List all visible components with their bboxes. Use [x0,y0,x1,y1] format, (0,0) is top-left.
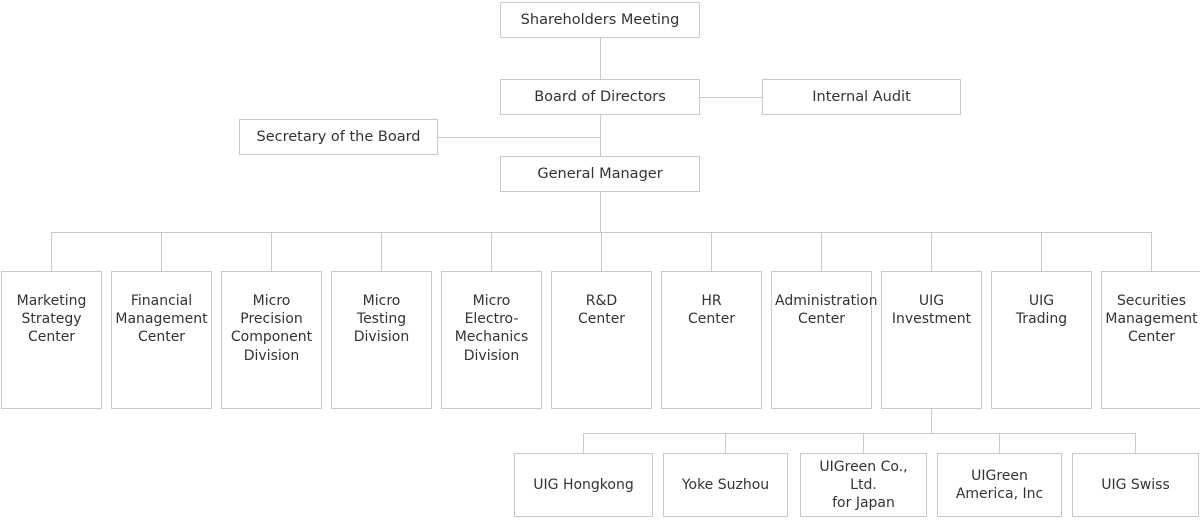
connector-drop-department-2 [161,232,162,271]
node-subsidiary-yoke-suzhou[interactable]: Yoke Suzhou [663,453,788,517]
node-internal-audit[interactable]: Internal Audit [762,79,961,115]
node-department-hr-center[interactable]: HR Center [661,271,762,409]
node-department-uig-trading[interactable]: UIG Trading [991,271,1092,409]
connector-drop-department-5 [491,232,492,271]
node-department-micro-testing-division[interactable]: Micro Testing Division [331,271,432,409]
connector-drop-department-11 [1151,232,1152,271]
node-label: Secretary of the Board [256,128,421,145]
node-label: Administration Center [775,293,878,328]
node-department-financial-management-center[interactable]: Financial Management Center [111,271,212,409]
node-shareholders-meeting[interactable]: Shareholders Meeting [500,2,700,38]
connector-drop-subsidiary-5 [1135,433,1136,453]
node-general-manager[interactable]: General Manager [500,156,700,192]
connector-drop-department-8 [821,232,822,271]
node-label: UIG Trading [1015,293,1068,328]
connector-drop-department-6 [601,232,602,271]
node-department-rd-center[interactable]: R&D Center [551,271,652,409]
node-board-of-directors[interactable]: Board of Directors [500,79,700,115]
node-label: Board of Directors [534,88,666,105]
connector-drop-department-3 [271,232,272,271]
node-label: UIG Hongkong [533,476,634,493]
node-department-micro-electro-mechanics-division[interactable]: Micro Electro- Mechanics Division [441,271,542,409]
node-subsidiary-uigreen-america[interactable]: UIGreen America, Inc [937,453,1062,517]
connector-drop-department-7 [711,232,712,271]
node-label: General Manager [537,165,663,182]
node-label: HR Center [687,293,736,328]
node-label: UIG Investment [891,293,972,328]
node-label: Micro Electro- Mechanics Division [454,293,529,364]
node-subsidiary-uigreen-japan[interactable]: UIGreen Co., Ltd. for Japan [800,453,927,517]
node-department-micro-precision-component-division[interactable]: Micro Precision Component Division [221,271,322,409]
connector-subsidiary-bus [583,433,1136,434]
connector-drop-subsidiary-2 [725,433,726,453]
node-label: Shareholders Meeting [520,11,680,28]
node-secretary-of-the-board[interactable]: Secretary of the Board [239,119,438,155]
connector-shareholders-to-board [600,38,601,79]
node-label: R&D Center [577,293,626,328]
connector-drop-subsidiary-4 [999,433,1000,453]
node-label: Yoke Suzhou [681,476,770,493]
connector-secretary-to-spine [438,137,601,138]
node-department-administration-center[interactable]: Administration Center [771,271,878,409]
connector-drop-subsidiary-3 [863,433,864,453]
node-label: Financial Management Center [115,293,208,346]
node-label: UIGreen America, Inc [955,467,1044,502]
connector-board-to-internal-audit [700,97,762,98]
connector-board-to-general-manager [600,115,601,156]
node-label: Marketing Strategy Center [16,293,87,346]
node-label: UIGreen Co., Ltd. for Japan [819,458,908,512]
node-label: Micro Testing Division [353,293,410,346]
node-label: UIG Swiss [1101,476,1170,493]
connector-drop-department-1 [51,232,52,271]
node-department-marketing-strategy-center[interactable]: Marketing Strategy Center [1,271,102,409]
connector-general-manager-to-bus [600,192,601,232]
node-department-uig-investment[interactable]: UIG Investment [881,271,982,409]
node-subsidiary-uig-hongkong[interactable]: UIG Hongkong [514,453,653,517]
connector-uig-investment-to-subsidiary-bus [931,409,932,433]
node-label: Internal Audit [812,88,911,105]
connector-drop-subsidiary-1 [583,433,584,453]
node-subsidiary-uig-swiss[interactable]: UIG Swiss [1072,453,1199,517]
connector-drop-department-10 [1041,232,1042,271]
node-label: Micro Precision Component Division [230,293,313,364]
node-label: Securities Management Center [1105,293,1198,346]
node-department-securities-management-center[interactable]: Securities Management Center [1101,271,1200,409]
connector-drop-department-4 [381,232,382,271]
connector-drop-department-9 [931,232,932,271]
